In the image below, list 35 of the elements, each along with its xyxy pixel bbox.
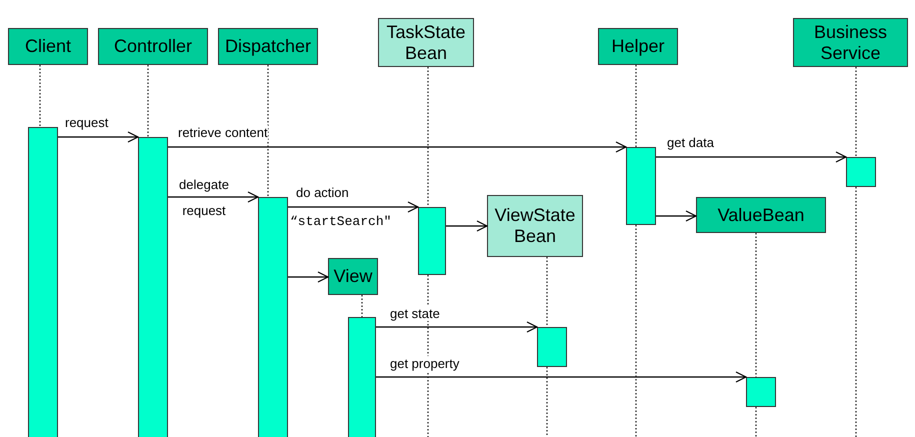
arrow [376, 321, 538, 333]
arrow [656, 210, 697, 222]
participant-box: View [328, 258, 378, 295]
edge-label: get state [390, 306, 440, 321]
activation-bar [138, 137, 168, 437]
activation-bar [537, 327, 567, 367]
arrow [168, 191, 259, 203]
edge-label: delegate request [178, 176, 230, 220]
activation-bar [348, 317, 376, 437]
arrow [288, 201, 419, 213]
activation-bar [28, 127, 58, 437]
participant-box: Business Service [793, 18, 908, 67]
participant-box: Controller [98, 28, 208, 65]
arrow [446, 220, 488, 232]
activation-bar [258, 197, 288, 437]
activation-bar [846, 157, 876, 187]
activation-bar [746, 377, 776, 407]
lifeline [546, 256, 548, 328]
edge-label: do action [296, 185, 349, 200]
edge-label: get property [390, 356, 460, 371]
participant-box: Client [8, 28, 88, 65]
edge-label: retrieve content [178, 125, 268, 140]
arrow [656, 151, 847, 163]
object-box: ViewState Bean [487, 195, 583, 257]
participant-box: Helper [598, 28, 678, 65]
participant-box: Dispatcher [218, 28, 318, 65]
activation-bar [626, 147, 656, 225]
arrow [168, 141, 627, 153]
arrow [58, 131, 139, 143]
activation-bar [418, 207, 446, 275]
object-box: TaskState Bean [378, 18, 474, 67]
arrow [288, 271, 329, 283]
arrow [376, 371, 747, 383]
participant-box: ValueBean [696, 197, 826, 233]
edge-label: get data [667, 135, 714, 150]
